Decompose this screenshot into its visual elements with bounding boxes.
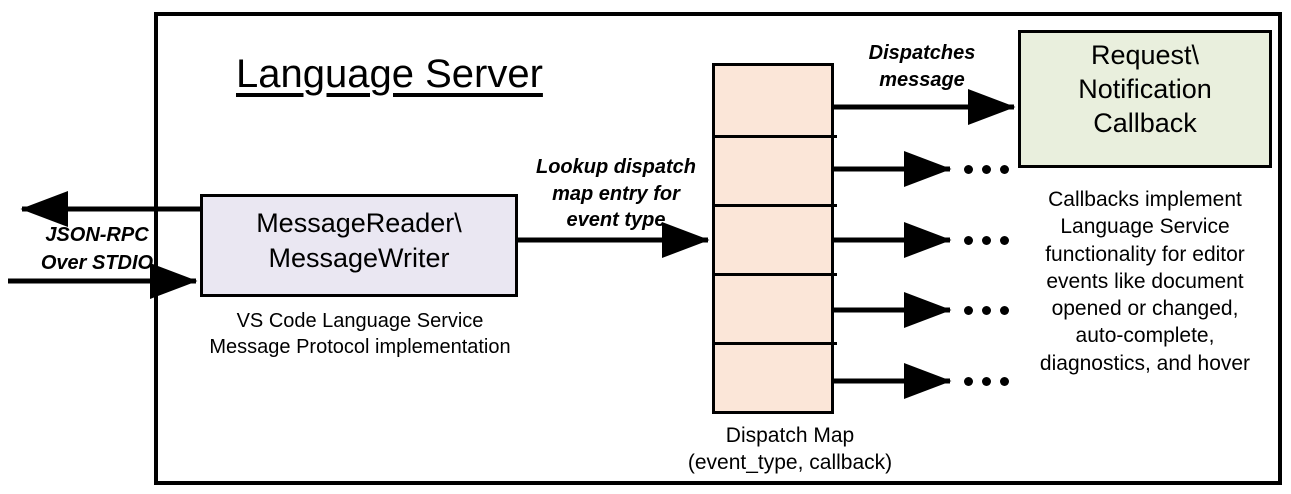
- callback-description: Callbacks implement Language Service fun…: [1039, 188, 1251, 375]
- ellipsis-row-3: [964, 236, 1009, 245]
- dispatch-map-row-3[interactable]: [715, 204, 837, 273]
- dispatch-map-caption: Dispatch Map (event_type, callback): [687, 424, 893, 475]
- message-reader-writer-caption: VS Code Language Service Message Protoco…: [209, 310, 511, 359]
- message-reader-writer-label: MessageReader\ MessageWriter: [256, 208, 462, 273]
- jsonrpc-transport-label: JSON-RPC Over STDIO: [40, 224, 154, 274]
- dispatch-map-row-5[interactable]: [715, 342, 837, 411]
- ellipsis-row-5: [964, 377, 1009, 386]
- message-reader-writer-box[interactable]: [200, 194, 518, 297]
- language-server-frame: [154, 12, 1282, 485]
- page-title: Language Server: [236, 52, 543, 96]
- dispatch-map-row-2[interactable]: [715, 135, 837, 204]
- dispatch-map-row-4[interactable]: [715, 273, 837, 342]
- dispatch-map-table[interactable]: [712, 63, 837, 414]
- ellipsis-row-2: [964, 165, 1009, 174]
- request-notification-callback-box[interactable]: [1018, 30, 1272, 168]
- ellipsis-row-4: [964, 306, 1009, 315]
- dispatches-message-label: Dispatches message: [868, 42, 976, 91]
- lookup-dispatch-label: Lookup dispatch map entry for event type: [536, 156, 696, 232]
- request-notification-callback-label: Request\ Notification Callback: [1078, 40, 1212, 139]
